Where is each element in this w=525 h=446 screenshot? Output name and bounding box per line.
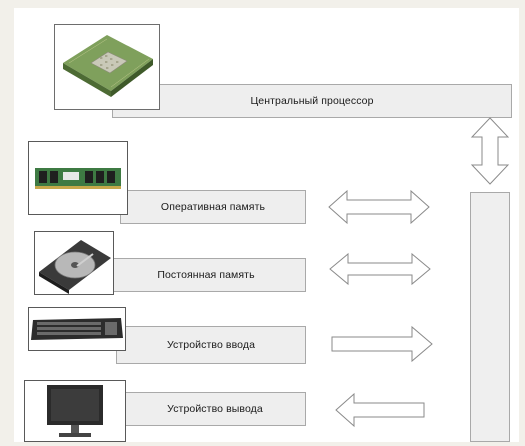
output-label-box: Устройство вывода [124, 392, 306, 426]
keyboard-icon [28, 307, 126, 351]
diagram-canvas: Центральный процессор [14, 8, 519, 442]
rom-bus-arrow [329, 252, 431, 286]
output-bus-arrow [335, 392, 425, 428]
input-bus-arrow [331, 325, 433, 363]
monitor-icon [24, 380, 126, 442]
cpu-label-box: Центральный процессор [112, 84, 512, 118]
ram-bus-arrow [328, 189, 430, 225]
arrows-layer [328, 117, 510, 428]
input-label: Устройство ввода [166, 339, 256, 351]
rom-label-box: Постоянная память [106, 258, 306, 292]
input-label-box: Устройство ввода [116, 326, 306, 364]
ram-module-icon [28, 141, 128, 215]
cpu-bus-arrow [470, 117, 510, 185]
rom-label: Постоянная память [157, 269, 255, 281]
ram-label: Оперативная память [160, 201, 266, 213]
ram-label-box: Оперативная память [120, 190, 306, 224]
cpu-label: Центральный процессор [250, 95, 374, 107]
cpu-chip-icon [54, 24, 160, 110]
hard-drive-icon [34, 231, 114, 295]
system-bus [470, 192, 510, 442]
output-label: Устройство вывода [167, 403, 263, 415]
